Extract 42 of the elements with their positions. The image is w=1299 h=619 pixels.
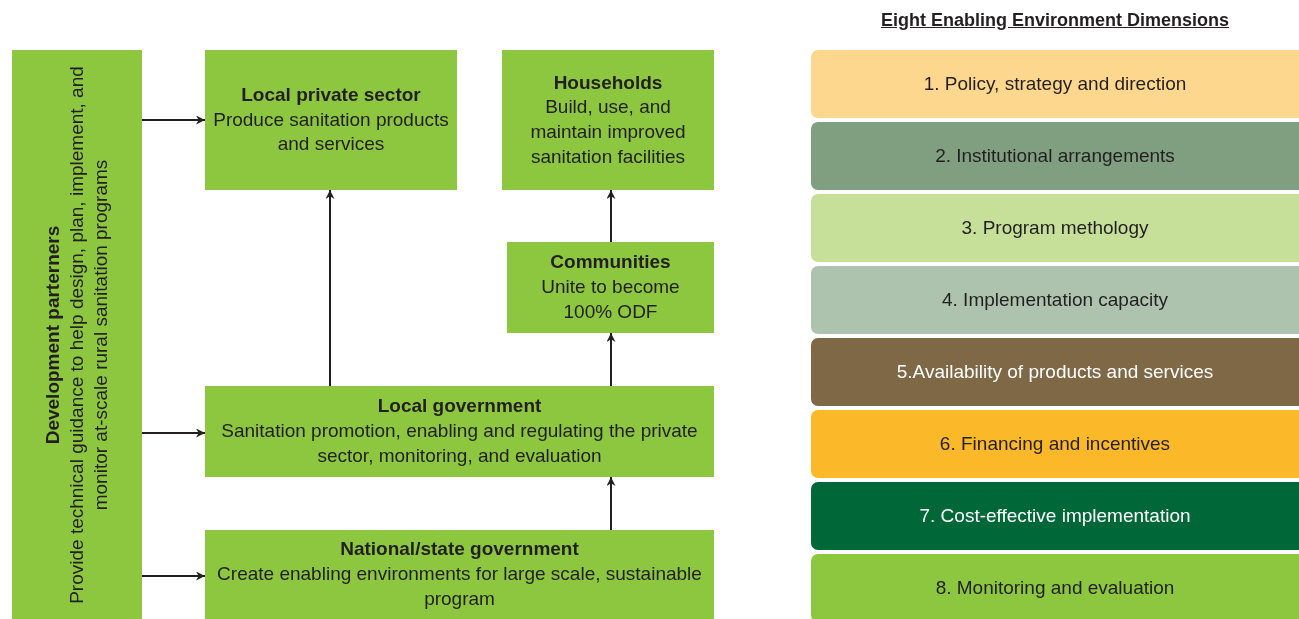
arrow bbox=[141, 428, 206, 438]
dimension-band bbox=[811, 194, 1299, 262]
side-panel bbox=[12, 50, 142, 619]
dimension-label: 5.Availability of products and services bbox=[896, 361, 1214, 383]
dimension-band bbox=[811, 266, 1299, 334]
dimension-label: 7. Cost-effective implementation bbox=[919, 505, 1191, 527]
process-box bbox=[205, 530, 714, 619]
box-text: Build, use, and maintain improved sanitation facilities bbox=[529, 95, 687, 169]
box-heading: Local government bbox=[377, 394, 542, 419]
box-heading: Households bbox=[553, 70, 663, 95]
dimension-band bbox=[811, 554, 1299, 619]
dimension-label: 2. Institutional arrangements bbox=[935, 145, 1175, 167]
dimension-band bbox=[811, 338, 1299, 406]
process-box bbox=[507, 242, 714, 333]
dimension-label: 8. Monitoring and evaluation bbox=[935, 577, 1175, 599]
process-box bbox=[205, 50, 457, 190]
box-text: Unite to become 100% ODF bbox=[540, 275, 681, 324]
box-text: Create enabling environments for large scale, sustainable program bbox=[216, 562, 703, 611]
arrow bbox=[606, 476, 616, 531]
arrow bbox=[606, 189, 616, 243]
process-box bbox=[502, 50, 714, 190]
dimension-band bbox=[811, 482, 1299, 550]
process-box bbox=[205, 386, 714, 477]
box-text: Produce sanitation products and services bbox=[213, 107, 449, 157]
dimension-band bbox=[811, 122, 1299, 190]
box-heading: National/state government bbox=[340, 537, 579, 562]
box-heading: Communities bbox=[550, 250, 671, 275]
panel-heading: Development parterners bbox=[41, 225, 65, 444]
dimension-label: 3. Program methology bbox=[961, 217, 1149, 239]
arrow bbox=[141, 115, 206, 125]
title: Eight Enabling Environment Dimensions bbox=[880, 10, 1230, 31]
dimension-label: 1. Policy, strategy and direction bbox=[923, 73, 1187, 95]
box-heading: Local private sector bbox=[241, 82, 421, 107]
dimension-label: 4. Implementation capacity bbox=[942, 289, 1168, 311]
arrow bbox=[141, 571, 206, 581]
panel-text: Provide technical guidance to help design, plan, implement, and monitor at-scale rural sanitation programs bbox=[65, 64, 112, 606]
dimension-band bbox=[811, 50, 1299, 118]
arrow bbox=[606, 332, 616, 387]
box-text: Sanitation promotion, enabling and regulating the private sector, monitoring, and evaluation bbox=[220, 419, 699, 468]
arrow bbox=[325, 189, 335, 387]
dimension-label: 6. Financing and incentives bbox=[939, 433, 1171, 455]
dimension-band bbox=[811, 410, 1299, 478]
